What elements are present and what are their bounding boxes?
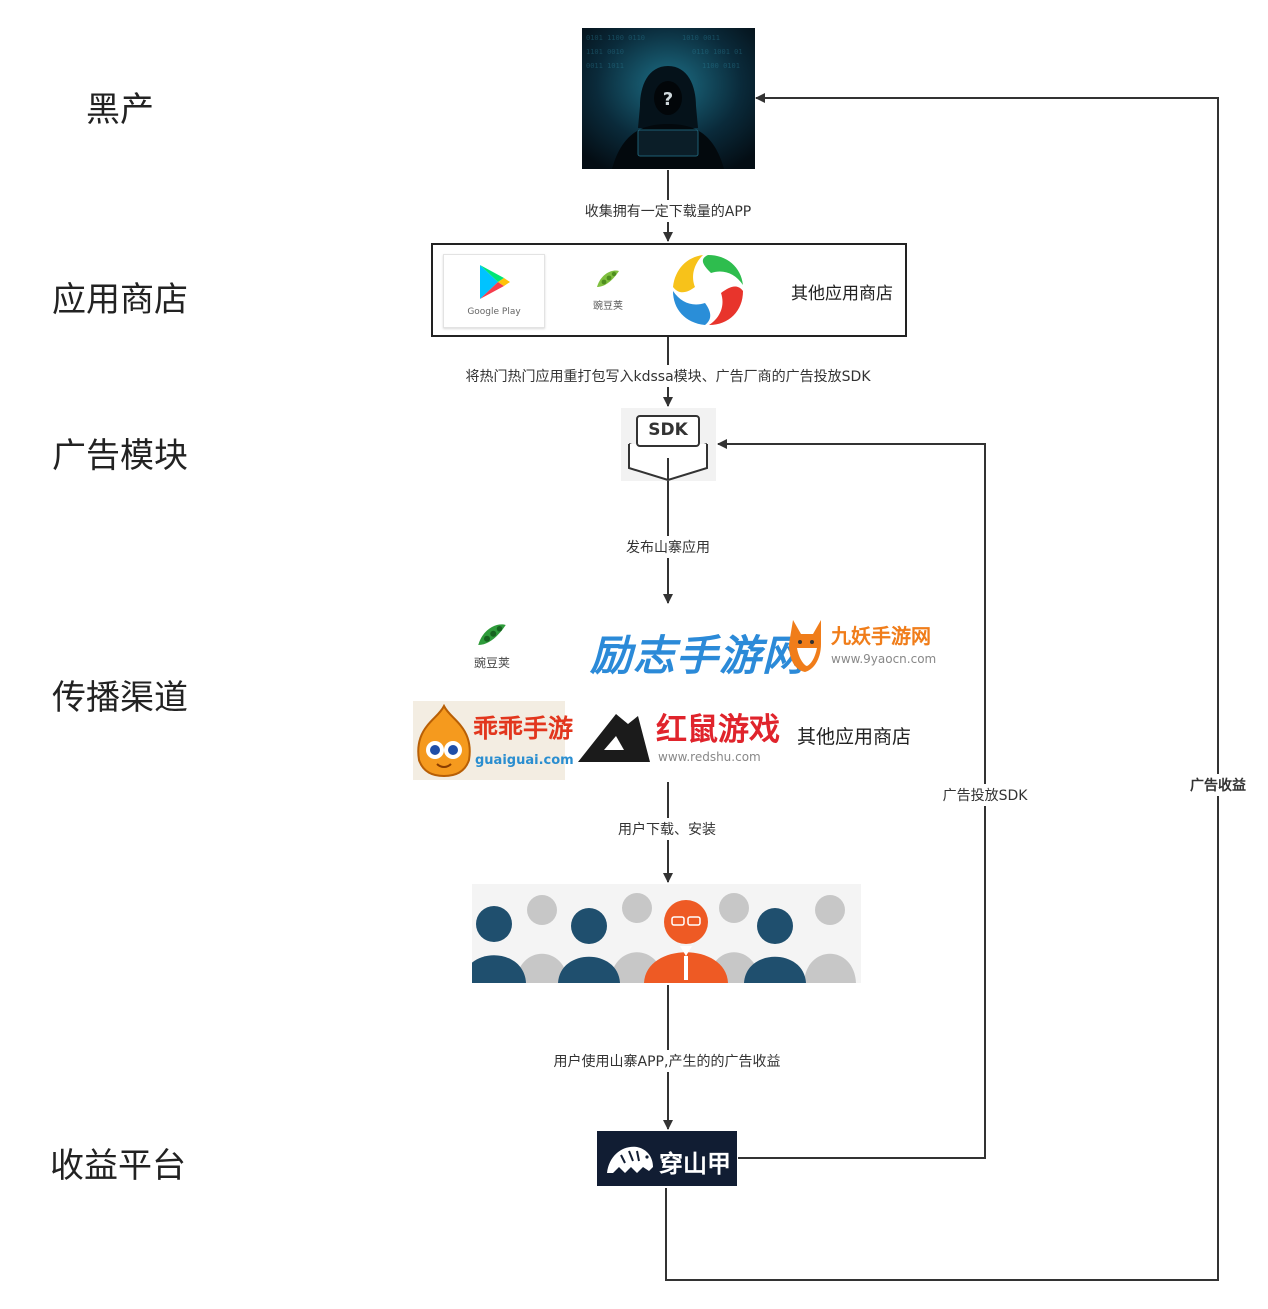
stage-label-revenue-platform: 收益平台 bbox=[50, 1146, 186, 1186]
channel-redshu-name: 红鼠游戏 bbox=[656, 712, 780, 748]
svg-text:0101 1100 0110: 0101 1100 0110 bbox=[586, 34, 645, 42]
channel-guaiguai-url: guaiguai.com bbox=[475, 753, 574, 768]
users-group-illustration bbox=[472, 884, 861, 983]
pea-pod-icon bbox=[597, 270, 619, 287]
edge-label-repack: 将热门热门应用重打包写入kdssa模块、广告厂商的广告投放SDK bbox=[463, 365, 873, 387]
sdk-package-icon bbox=[628, 415, 708, 482]
sdk-box: SDK bbox=[621, 408, 716, 482]
channel-jiuyao-logo: 九妖手游网 www.9yaocn.com bbox=[785, 612, 937, 676]
fox-icon bbox=[789, 620, 821, 672]
svg-text:?: ? bbox=[663, 89, 673, 110]
stage-label-app-store: 应用商店 bbox=[52, 280, 188, 320]
users-image bbox=[472, 884, 861, 983]
mascot-icon bbox=[417, 704, 471, 778]
svg-text:0011 1011: 0011 1011 bbox=[586, 62, 624, 70]
edge-label-ad-revenue: 广告收益 bbox=[1188, 774, 1248, 796]
pangolin-platform-logo: 穿山甲 bbox=[597, 1131, 737, 1186]
svg-text:1010 0011: 1010 0011 bbox=[682, 34, 720, 42]
stage-label-ad-module: 广告模块 bbox=[52, 436, 188, 476]
app-store-swirl-icon bbox=[673, 255, 743, 325]
google-play-icon bbox=[480, 265, 510, 299]
google-play-logo: Google Play bbox=[443, 254, 545, 328]
arrow-platform-to-hacker bbox=[665, 93, 1219, 1281]
svg-text:1100 0101: 1100 0101 bbox=[702, 62, 740, 70]
stage-label-black-industry: 黑产 bbox=[86, 90, 154, 130]
edge-label-use-app: 用户使用山寨APP,产生的的广告收益 bbox=[551, 1050, 783, 1072]
app-store-other-label: 其他应用商店 bbox=[791, 284, 893, 304]
pangolin-name: 穿山甲 bbox=[659, 1150, 731, 1178]
hacker-image: 0101 1100 0110 1010 0011 1101 0010 0110 10… bbox=[582, 28, 755, 169]
edge-label-collect-apps: 收集拥有一定下载量的APP bbox=[582, 200, 754, 222]
app-store-box: Google Play 豌豆荚 其他应用商店 bbox=[431, 243, 907, 337]
mouse-head-icon bbox=[578, 714, 650, 762]
channel-jiuyao-name: 九妖手游网 bbox=[831, 624, 931, 648]
channel-guaiguai-logo: 乖乖手游 guaiguai.com bbox=[413, 701, 574, 780]
channel-redshu-logo: 红鼠游戏 www.redshu.com bbox=[576, 704, 780, 768]
sdk-label: SDK bbox=[648, 420, 688, 440]
channel-other-label: 其他应用商店 bbox=[797, 726, 912, 748]
channel-jiuyao-url: www.9yaocn.com bbox=[831, 652, 937, 666]
pangolin-icon bbox=[607, 1146, 653, 1173]
google-play-label: Google Play bbox=[467, 307, 521, 317]
edge-label-download: 用户下载、安装 bbox=[616, 818, 718, 840]
wandoujia-label: 豌豆荚 bbox=[593, 301, 623, 312]
channel-redshu-url: www.redshu.com bbox=[658, 750, 761, 764]
channel-wandoujia-label: 豌豆荚 bbox=[473, 656, 510, 670]
channel-pea-pod-icon bbox=[478, 624, 506, 645]
channel-lizhi-logo: 励志手游网 bbox=[590, 631, 806, 680]
edge-label-publish: 发布山寨应用 bbox=[624, 536, 712, 558]
stage-label-channels: 传播渠道 bbox=[52, 678, 188, 718]
edge-label-ad-sdk: 广告投放SDK bbox=[940, 784, 1030, 806]
channel-guaiguai-name: 乖乖手游 bbox=[473, 714, 574, 743]
svg-text:1101 0010: 1101 0010 bbox=[586, 48, 624, 56]
svg-text:0110 1001 01: 0110 1001 01 bbox=[692, 48, 743, 56]
channel-wandoujia-logo: 豌豆荚 bbox=[462, 620, 522, 680]
wandoujia-logo: 豌豆荚 bbox=[583, 267, 633, 317]
